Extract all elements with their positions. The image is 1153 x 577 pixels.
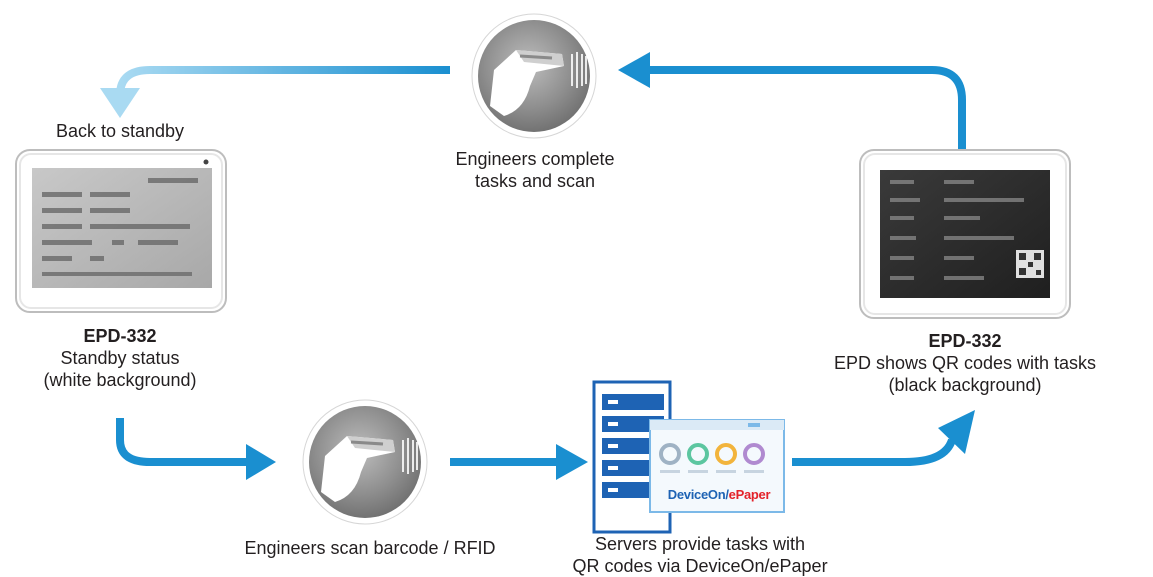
epaper-device-icon [859, 149, 1071, 319]
epaper-device-icon [15, 149, 227, 313]
arrowhead-back-to-standby [100, 88, 140, 118]
complete-label: Engineers complete tasks and scan [400, 148, 670, 192]
server-label-line1: Servers provide tasks with [594, 534, 806, 554]
scan-label-text: Engineers scan barcode / RFID [244, 538, 496, 558]
server-label-line2: QR codes via DeviceOn/ePaper [572, 556, 828, 576]
barcode-scanner-icon [302, 399, 428, 525]
task-status-line1: EPD shows QR codes with tasks [833, 353, 1097, 373]
arrow-to-device [792, 438, 956, 466]
complete-line2: tasks and scan [474, 171, 596, 191]
standby-device-label: EPD-332 Standby status (white background… [20, 325, 220, 391]
task-device-model: EPD-332 [928, 331, 1002, 351]
qr-code-icon [1016, 250, 1044, 278]
standby-status-line1: Standby status [60, 348, 180, 368]
deviceon-window [649, 419, 785, 513]
server-label: Servers provide tasks with QR codes via … [545, 533, 855, 577]
task-device-label: EPD-332 EPD shows QR codes with tasks (b… [810, 330, 1120, 396]
back-to-standby-label: Back to standby [20, 120, 220, 142]
barcode-scanner-icon [471, 13, 597, 139]
standby-device-model: EPD-332 [83, 326, 157, 346]
task-status-line2: (black background) [888, 375, 1042, 395]
complete-line1: Engineers complete [455, 149, 615, 169]
back-to-standby-text: Back to standby [55, 121, 185, 141]
arrow-back-to-standby [116, 66, 450, 96]
software-brand: DeviceOn/ePaper [660, 487, 778, 502]
scan-label: Engineers scan barcode / RFID [200, 537, 540, 559]
arrowhead-to-server [556, 444, 588, 480]
arrow-to-scan [116, 418, 250, 466]
software-brand-accent: ePaper [728, 487, 771, 502]
arrowhead-to-device [938, 410, 975, 454]
arrow-to-complete [645, 66, 966, 162]
arrowhead-to-scan [246, 444, 276, 480]
arrowhead-to-complete [618, 52, 650, 88]
software-brand-name: DeviceOn/ [667, 487, 729, 502]
standby-status-line2: (white background) [43, 370, 197, 390]
